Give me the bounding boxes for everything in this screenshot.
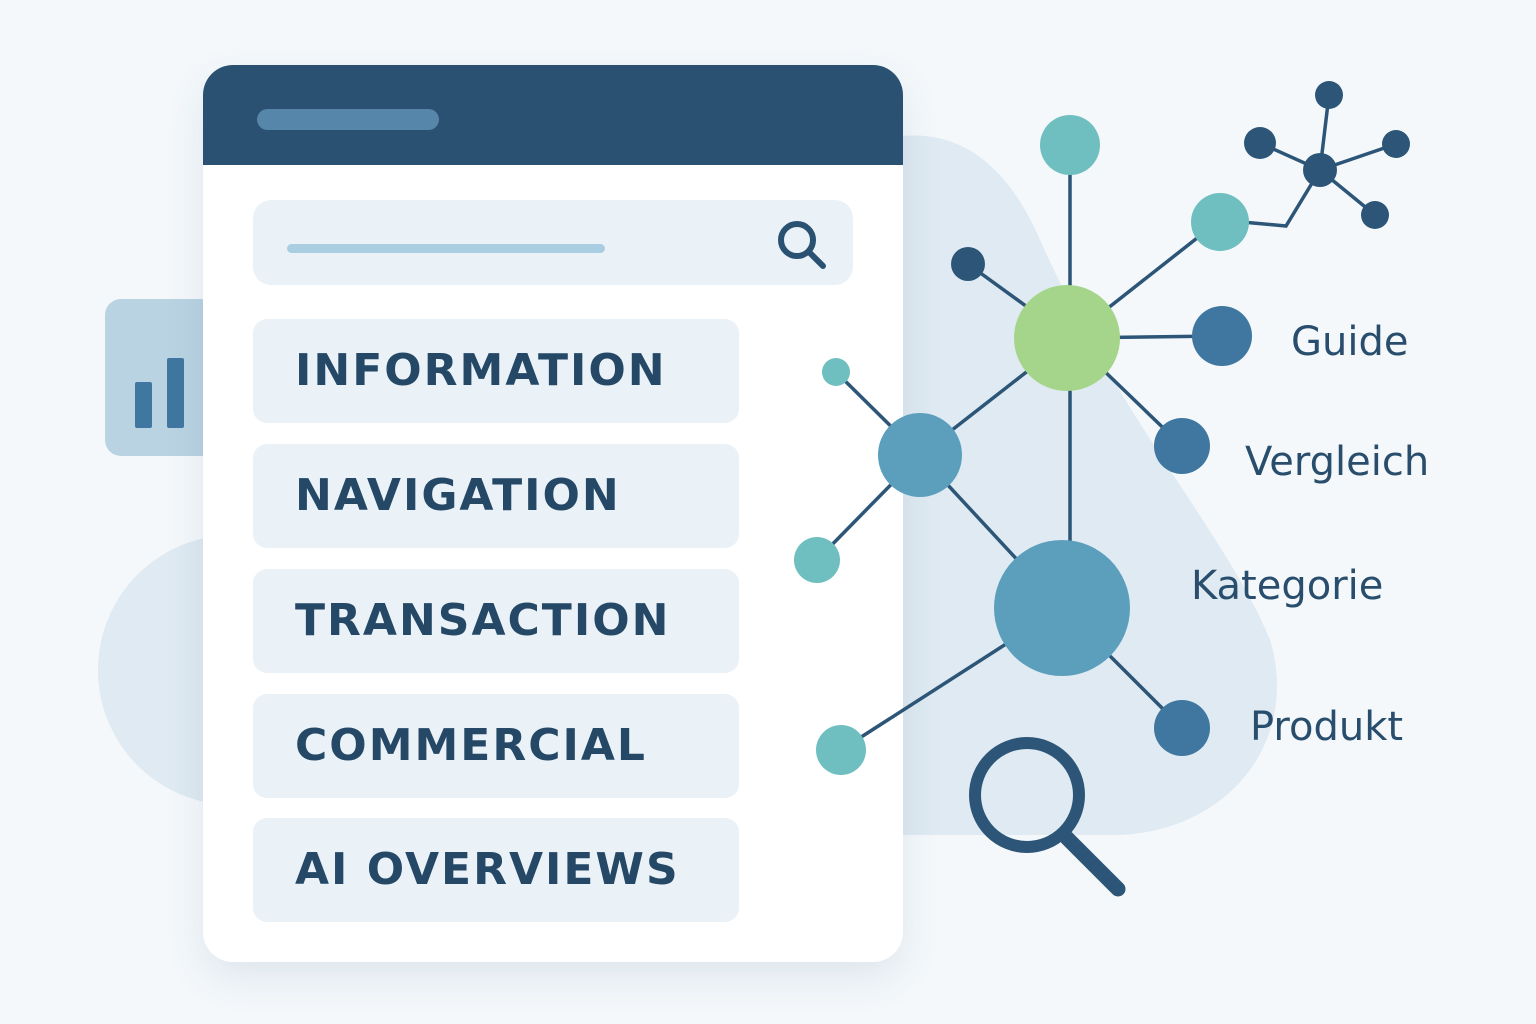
network-node	[822, 358, 850, 386]
label-guide: Guide	[1291, 319, 1409, 365]
panel-header	[203, 65, 903, 165]
magnifier-icon	[969, 737, 1126, 897]
network-node	[1191, 193, 1249, 251]
category-navigation[interactable]: NAVIGATION	[253, 444, 739, 548]
category-label: INFORMATION	[295, 345, 667, 396]
network-node	[1040, 115, 1100, 175]
network-node	[1303, 153, 1337, 187]
network-node	[1382, 130, 1410, 158]
network-node	[878, 413, 962, 497]
network-node-vergleich	[1154, 418, 1210, 474]
category-commercial[interactable]: COMMERCIAL	[253, 694, 739, 798]
network-node-kategorie	[994, 540, 1130, 676]
network-node	[951, 247, 985, 281]
search-icon[interactable]	[773, 216, 829, 272]
network-node-central	[1014, 285, 1120, 391]
label-kategorie: Kategorie	[1191, 563, 1384, 609]
category-ai-overviews[interactable]: AI OVERVIEWS	[253, 818, 739, 922]
category-label: TRANSACTION	[295, 595, 671, 646]
header-placeholder-bar	[257, 109, 439, 130]
search-panel: INFORMATION NAVIGATION TRANSACTION COMME…	[203, 65, 903, 962]
network-node	[816, 725, 866, 775]
category-label: NAVIGATION	[295, 470, 621, 521]
category-information[interactable]: INFORMATION	[253, 319, 739, 423]
label-produkt: Produkt	[1250, 704, 1404, 750]
label-vergleich: Vergleich	[1245, 439, 1430, 485]
network-node	[1244, 127, 1276, 159]
network-node	[794, 537, 840, 583]
category-label: COMMERCIAL	[295, 720, 647, 771]
category-transaction[interactable]: TRANSACTION	[253, 569, 739, 673]
search-bar[interactable]	[253, 200, 853, 285]
network-node-guide	[1192, 306, 1252, 366]
search-placeholder-line	[287, 244, 605, 253]
category-label: AI OVERVIEWS	[295, 844, 680, 895]
network-node-produkt	[1154, 700, 1210, 756]
network-node	[1315, 81, 1343, 109]
network-node	[1361, 201, 1389, 229]
